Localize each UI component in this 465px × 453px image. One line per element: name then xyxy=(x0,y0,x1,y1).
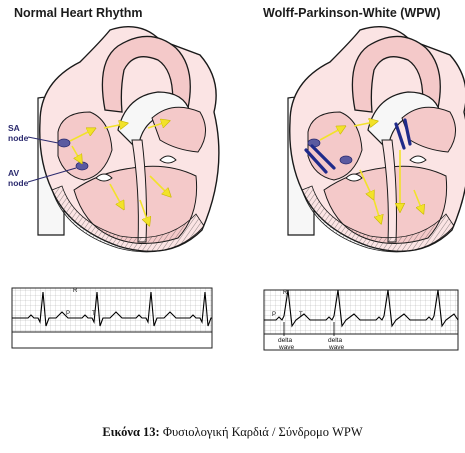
wpw-heart-title: Wolff-Parkinson-White (WPW) xyxy=(263,6,441,20)
wpw-av-node xyxy=(339,155,353,165)
accessory-pathway-bars xyxy=(304,118,412,174)
sa-label-line2: node xyxy=(8,133,29,143)
av-node xyxy=(75,161,89,171)
wpw-heart xyxy=(287,26,465,253)
wpw-ecg-p-label: P xyxy=(272,312,276,318)
normal-ecg-r-label: R xyxy=(73,288,78,294)
normal-ecg-p-label: P xyxy=(66,311,70,317)
wpw-delta-label-1-line1: delta xyxy=(278,337,292,344)
caption-prefix: Εικόνα 13: xyxy=(102,425,160,439)
caption-text: Φυσιολογική Καρδιά / Σύνδρομο WPW xyxy=(159,425,363,439)
normal-ecg-t-label: T xyxy=(92,311,96,317)
normal-conduction-arrows xyxy=(69,122,168,222)
wpw-delta-label-1-line2: wave xyxy=(278,344,295,351)
wpw-ecg-strip xyxy=(263,289,459,351)
av-label-line1: AV xyxy=(8,168,20,178)
av-label-line2: node xyxy=(8,178,29,188)
normal-ecg-strip xyxy=(11,287,213,349)
sa-node xyxy=(57,138,71,148)
av-leader-line xyxy=(27,167,77,183)
wpw-ecg-t-label: T xyxy=(299,312,303,318)
sa-leader-line xyxy=(27,136,59,144)
sa-label-line1: SA xyxy=(8,123,20,133)
wpw-delta-label-2-line2: wave xyxy=(328,344,345,351)
normal-heart-title: Normal Heart Rhythm xyxy=(14,6,143,20)
wpw-ecg-r-label: R xyxy=(283,290,288,296)
wpw-delta-label-2-line1: delta xyxy=(328,337,342,344)
wpw-conduction-arrows xyxy=(319,122,422,220)
figure-caption: Εικόνα 13: Φυσιολογική Καρδιά / Σύνδρομο… xyxy=(0,425,465,440)
heart-diagram: SA node AV node xyxy=(8,26,465,351)
normal-heart xyxy=(37,26,220,253)
